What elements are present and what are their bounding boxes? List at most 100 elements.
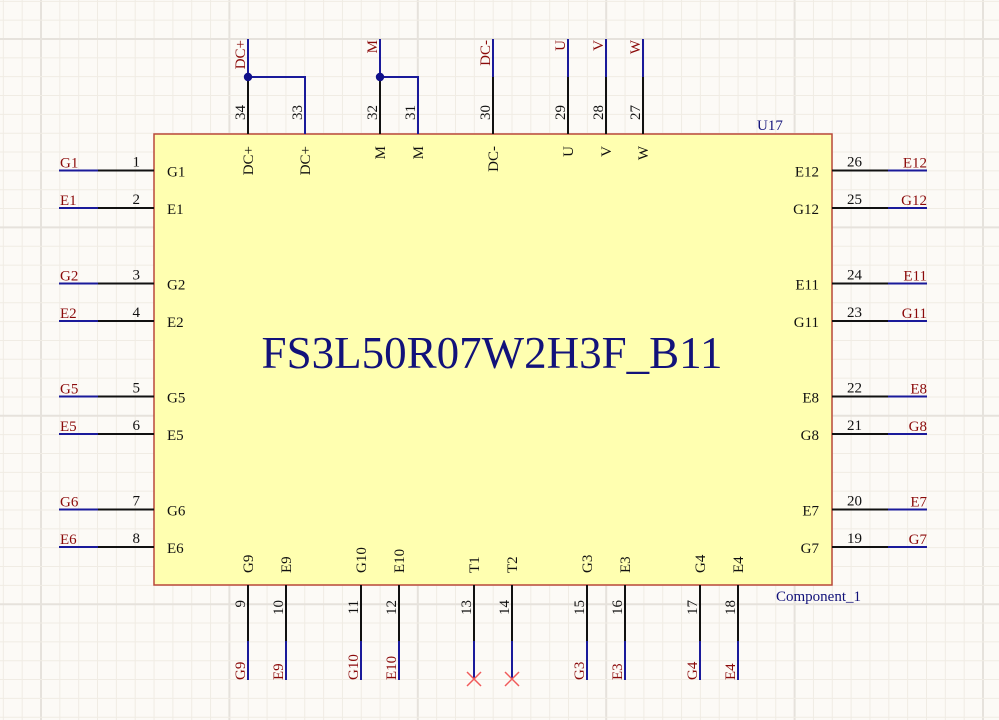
net-label[interactable]: E12 [903,156,927,172]
pin-number: 12 [384,600,400,615]
net-label[interactable]: G12 [901,193,927,209]
net-label[interactable]: E5 [60,419,77,435]
component-body[interactable] [153,133,833,586]
pin-name: G1 [167,165,185,181]
pin-number: 3 [133,268,141,284]
pin-number: 1 [133,155,141,171]
net-label[interactable]: G5 [60,382,78,398]
pin-name: G8 [801,428,819,444]
net-label[interactable]: G3 [572,662,588,680]
pin-number: 18 [723,600,739,615]
net-label[interactable]: G2 [60,269,78,285]
net-label[interactable]: G1 [60,156,78,172]
pin-number: 20 [847,494,862,510]
no-connect-x-icon[interactable] [504,671,520,687]
pin-number: 5 [133,381,141,397]
net-label[interactable]: E2 [60,306,77,322]
net-label[interactable]: E4 [723,663,739,680]
net-label[interactable]: E11 [903,269,927,285]
net-label[interactable]: E1 [60,193,77,209]
net-label[interactable]: U [553,40,569,51]
net-label[interactable]: E7 [910,495,927,511]
pin-name: DC- [486,146,502,172]
component-designator[interactable]: U17 [757,118,783,134]
pin-name: M [411,146,427,159]
net-label[interactable]: E9 [271,663,287,680]
net-label[interactable]: M [365,40,381,53]
pin-name: E7 [802,504,819,520]
pin-number: 21 [847,418,862,434]
net-label[interactable]: G9 [233,662,249,680]
pin-number: 27 [628,105,644,121]
pin-number: 13 [459,600,475,615]
net-label[interactable]: G10 [346,654,362,680]
net-label[interactable]: G8 [909,419,927,435]
wire-dcplus-tie[interactable] [243,72,306,134]
pin-name: E6 [167,541,184,557]
pin-name: E8 [802,391,819,407]
net-label[interactable]: G6 [60,495,79,511]
net-label[interactable]: DC+ [233,40,249,69]
net-label[interactable]: DC- [478,40,494,66]
wire-m-tie[interactable] [375,72,419,134]
pin-name: DC+ [241,146,257,175]
pin-name: G5 [167,391,185,407]
net-label[interactable]: G7 [909,532,928,548]
net-label[interactable]: E3 [610,663,626,680]
pin-number: 14 [497,600,513,616]
pin-name: G6 [167,504,186,520]
pin-name: M [373,146,389,159]
net-label[interactable]: G4 [685,661,701,680]
component-u17[interactable]: U17 FS3L50R07W2H3F_B11 Component_1 [153,118,861,605]
net-label[interactable]: V [591,40,607,51]
net-label[interactable]: E8 [910,382,927,398]
pin-name: E2 [167,315,184,331]
net-label[interactable]: E10 [384,656,400,680]
pin-name: G3 [580,555,596,573]
pin-number: 2 [133,192,141,208]
pin-number: 26 [847,155,863,171]
pin-name: G11 [794,315,819,331]
pin-name: E1 [167,202,184,218]
no-connect-x-icon[interactable] [466,671,482,687]
component-comment[interactable]: Component_1 [776,589,861,605]
net-label[interactable]: E6 [60,532,77,548]
pin-name: G7 [801,541,820,557]
net-label[interactable]: G11 [902,306,927,322]
net-label[interactable]: W [628,39,644,54]
junction-dot [375,72,385,82]
